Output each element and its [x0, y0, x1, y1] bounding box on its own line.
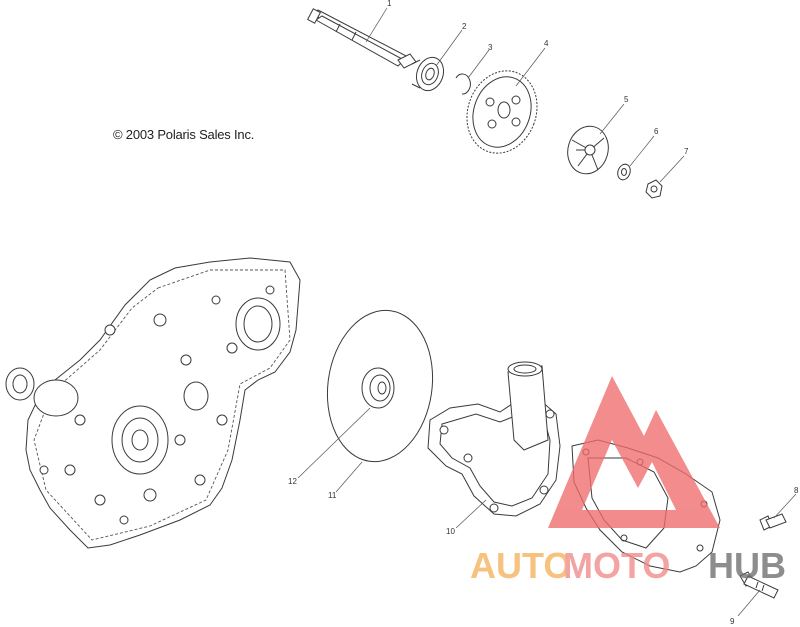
- gear-part: [466, 70, 538, 154]
- nut-part: [645, 179, 663, 199]
- watermark-logo: AUTO MOTO HUB: [470, 376, 786, 586]
- pump-cover-part: [427, 361, 561, 517]
- callout-11: 11: [328, 491, 337, 500]
- copyright-notice: © 2003 Polaris Sales Inc.: [113, 127, 255, 142]
- shaft-part: [306, 8, 417, 69]
- callouts: 1 2 3 4 5 6 7 8 9 10 11 12: [288, 0, 799, 626]
- crankcase-part: [5, 257, 301, 549]
- long-bolt-part: [739, 571, 779, 599]
- watermark-moto: MOTO: [563, 545, 670, 586]
- callout-4: 4: [544, 39, 549, 48]
- impeller-part: [567, 125, 609, 175]
- o-ring-part: [326, 309, 434, 463]
- callout-10: 10: [446, 527, 455, 536]
- bearing-part: [411, 56, 445, 92]
- snap-ring-part: [455, 73, 471, 95]
- callout-8: 8: [794, 486, 799, 495]
- callout-3: 3: [488, 43, 493, 52]
- washer-part: [617, 163, 631, 181]
- seal-part: [361, 367, 395, 409]
- callout-6: 6: [654, 127, 659, 136]
- callout-1: 1: [387, 0, 392, 8]
- watermark-hub: HUB: [708, 545, 786, 586]
- callout-5: 5: [624, 95, 629, 104]
- watermark-auto: AUTO: [470, 545, 571, 586]
- leader-lines: [297, 7, 797, 617]
- short-bolt-part: [759, 513, 787, 531]
- callout-9: 9: [730, 617, 735, 626]
- callout-7: 7: [684, 147, 689, 156]
- callout-2: 2: [462, 22, 467, 31]
- callout-12: 12: [288, 477, 297, 486]
- watermark-triangle: [548, 376, 720, 528]
